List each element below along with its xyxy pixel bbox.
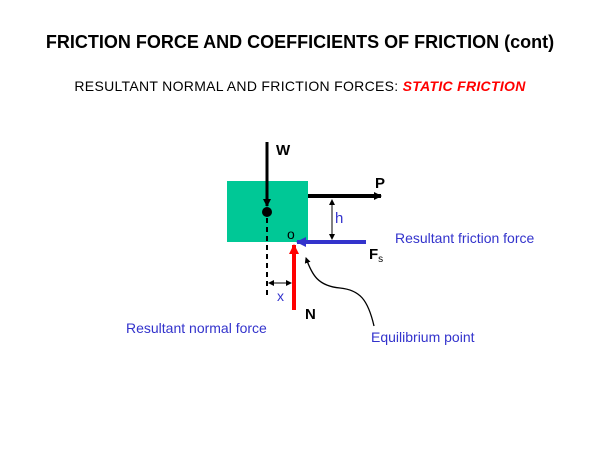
friction-caption: Resultant friction force — [395, 230, 534, 246]
height-label: h — [335, 210, 343, 227]
normal-caption: Resultant normal force — [126, 320, 267, 336]
friction-label: Fs — [369, 246, 383, 265]
push-label: P — [375, 175, 385, 192]
normal-label: N — [305, 306, 316, 323]
equilibrium-caption: Equilibrium point — [371, 329, 475, 345]
weight-label: W — [276, 142, 291, 159]
slide-title: FRICTION FORCE AND COEFFICIENTS OF FRICT… — [45, 32, 555, 52]
slide-subtitle: RESULTANT NORMAL AND FRICTION FORCES: ST… — [0, 78, 600, 94]
subtitle-prefix: RESULTANT NORMAL AND FRICTION FORCES: — [74, 78, 403, 94]
subtitle-highlight: STATIC FRICTION — [402, 78, 526, 94]
friction-symbol: F — [369, 246, 378, 263]
point-label: o — [287, 226, 295, 242]
center-of-mass-dot — [262, 207, 272, 217]
offset-label: x — [277, 288, 284, 304]
equilibrium-pointer — [304, 257, 375, 327]
friction-subscript: s — [378, 254, 383, 265]
